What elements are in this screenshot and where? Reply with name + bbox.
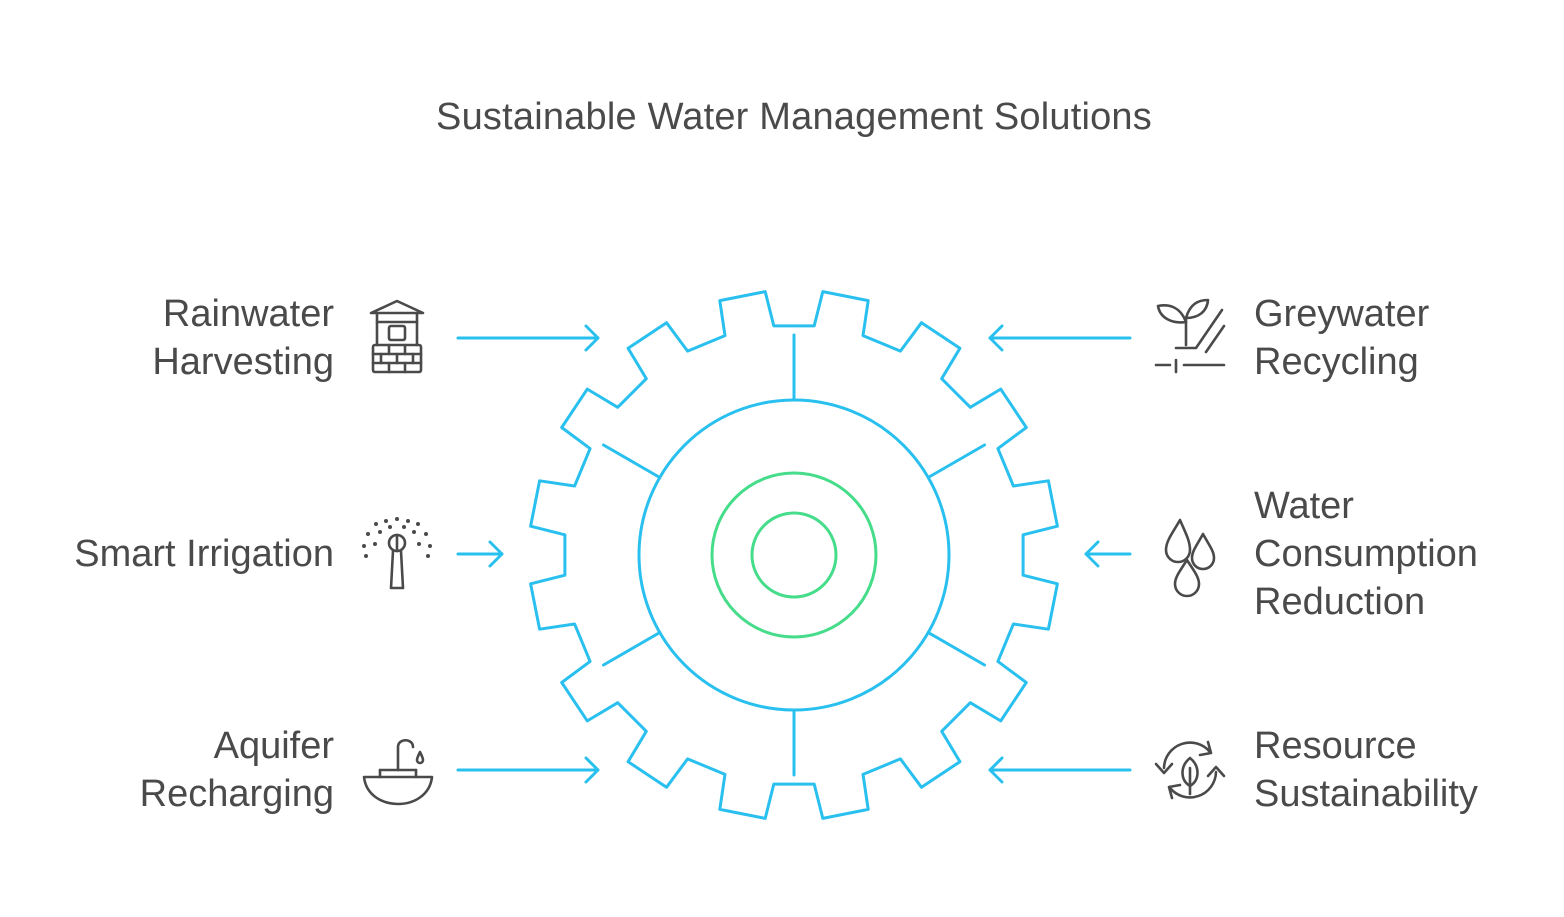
water-drops-icon: [1164, 518, 1216, 598]
inner-ring-outer: [710, 471, 878, 639]
arrow-consumption: [1084, 540, 1132, 568]
label-smart-irrigation: Smart Irrigation: [74, 533, 334, 575]
diagram-title: Sustainable Water Management Solutions: [436, 96, 1152, 138]
fountain-basin-icon: [362, 738, 434, 806]
sprinkler-icon: [362, 517, 432, 590]
gear-spoke: [926, 443, 986, 479]
gear-spoke: [926, 631, 986, 667]
label-greywater-recycling: Greywater Recycling: [1254, 293, 1430, 383]
label-rainwater-harvesting: Rainwater Harvesting: [152, 293, 334, 383]
arrow-rainwater: [456, 324, 600, 352]
arrow-aquifer: [456, 756, 600, 784]
label-aquifer-recharging: Aquifer Recharging: [139, 725, 334, 815]
gear-spokes: [602, 333, 986, 777]
inner-ring-core: [750, 511, 838, 599]
arrow-greywater: [988, 324, 1132, 352]
gear-hub-ring: [637, 398, 951, 712]
arrow-resource: [988, 756, 1132, 784]
arrow-smart-irrigation: [456, 540, 504, 568]
plant-recycling-icon: [1154, 298, 1226, 374]
gear-outline: [529, 290, 1059, 820]
water-well-icon: [369, 299, 425, 374]
label-water-consumption-reduction: Water Consumption Reduction: [1254, 485, 1478, 623]
gear-spoke: [602, 631, 662, 667]
label-resource-sustainability: Resource Sustainability: [1254, 725, 1478, 815]
leaf-cycle-icon: [1154, 740, 1226, 800]
gear-spoke: [602, 443, 662, 479]
